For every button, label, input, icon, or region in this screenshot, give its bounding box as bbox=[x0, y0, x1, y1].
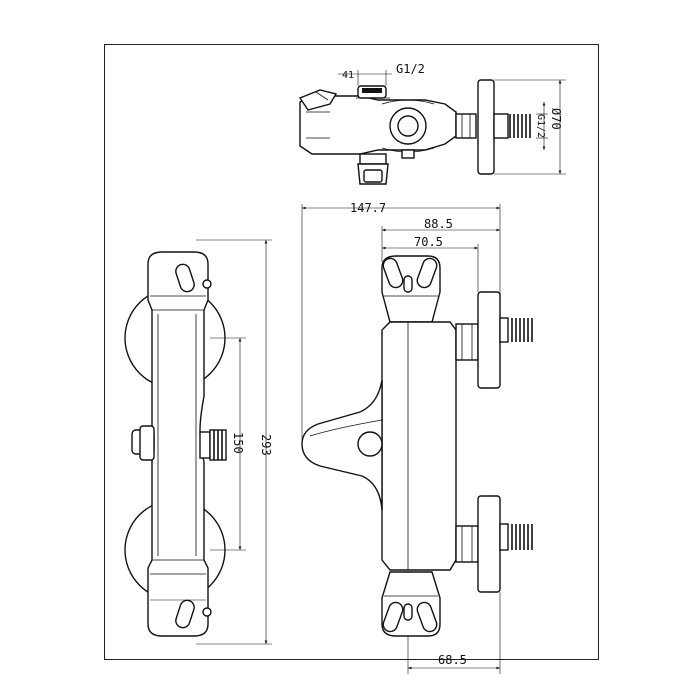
top-side-thread-label: G1/2 bbox=[535, 114, 546, 138]
drawing-frame bbox=[104, 44, 599, 660]
side-depth-body-label: 70.5 bbox=[414, 235, 443, 249]
front-height-total-label: 293 bbox=[259, 434, 273, 456]
side-overall-depth-label: 147.7 bbox=[350, 201, 386, 215]
top-flange-diameter-label: Ø70 bbox=[549, 108, 563, 130]
top-view: 41 G1/2 G1/2 Ø70 bbox=[298, 62, 566, 185]
side-depth-bottom-label: 68.5 bbox=[438, 653, 467, 667]
front-view: 150 293 bbox=[124, 239, 273, 645]
top-inlet-thread-label: G1/2 bbox=[396, 62, 425, 76]
side-view: 147.7 88.5 70.5 68.5 bbox=[301, 201, 533, 674]
side-depth-to-flange-label: 88.5 bbox=[424, 217, 453, 231]
front-center-distance-label: 150 bbox=[231, 432, 245, 454]
top-small-mark-label: 41 bbox=[342, 70, 354, 81]
